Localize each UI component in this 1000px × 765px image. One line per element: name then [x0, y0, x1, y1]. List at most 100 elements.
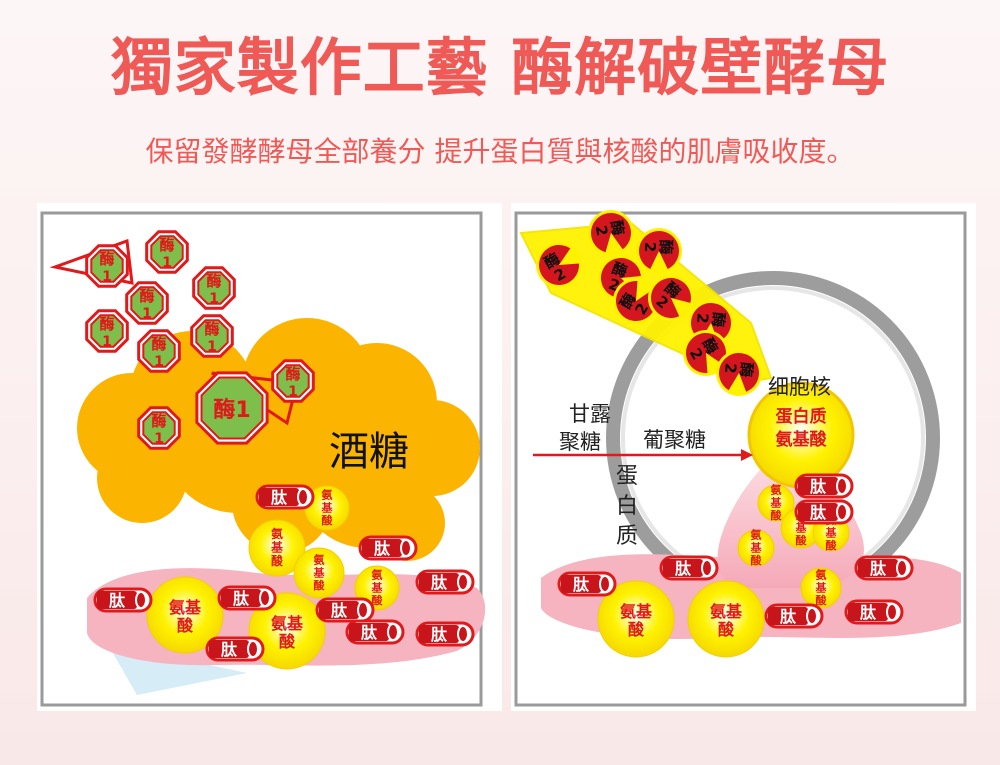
svg-text:酸: 酸	[751, 553, 763, 567]
svg-text:酸: 酸	[322, 513, 334, 527]
svg-text:酸: 酸	[177, 616, 194, 635]
svg-text:酶: 酶	[657, 239, 675, 254]
nucleus-content-protein: 蛋白质	[776, 406, 827, 427]
svg-text:酸: 酸	[314, 578, 326, 592]
svg-text:肽: 肽	[810, 503, 827, 522]
peptide-capsule: 肽	[794, 473, 854, 499]
peptide-capsule: 肽	[93, 587, 153, 613]
svg-text:基: 基	[313, 565, 326, 579]
svg-text:氨基: 氨基	[710, 602, 743, 621]
svg-text:酶: 酶	[206, 272, 221, 290]
svg-text:酶1: 酶1	[213, 398, 250, 423]
svg-text:酶: 酶	[709, 311, 728, 328]
svg-text:酸: 酸	[718, 620, 735, 639]
protein-label-1: 蛋	[616, 464, 638, 489]
svg-text:基: 基	[371, 580, 384, 594]
peptide-capsule: 肽	[415, 569, 475, 595]
svg-text:酶: 酶	[610, 259, 630, 281]
svg-text:肽: 肽	[374, 539, 391, 558]
svg-text:2: 2	[693, 312, 712, 324]
mannan-label-2: 聚糖	[559, 430, 601, 454]
svg-text:酸: 酸	[826, 538, 838, 552]
svg-text:酶: 酶	[99, 315, 114, 333]
svg-text:肽: 肽	[361, 623, 378, 642]
svg-text:酶: 酶	[151, 335, 166, 353]
svg-text:酸: 酸	[279, 632, 296, 651]
protein-label-2: 白	[616, 494, 638, 519]
svg-text:酶: 酶	[151, 412, 166, 430]
glucan-label: 葡聚糖	[643, 428, 706, 452]
mannan-label-1: 甘露	[569, 402, 611, 426]
svg-text:1: 1	[209, 291, 219, 307]
amino-acid-circle: 氨基酸	[597, 580, 675, 658]
right-diagram: 蛋白质 氨基酸 细胞核 甘露 聚糖 葡聚糖 蛋 白 质 酶2酶2酶2酶2酶2酶2…	[514, 210, 967, 707]
penetration-arrow-head	[741, 449, 753, 461]
amino-acid-circle: 氨基酸	[304, 485, 350, 531]
peptide-capsule: 肽	[358, 535, 418, 561]
enzyme-2-pacman: 酶2	[648, 275, 694, 321]
svg-text:氨: 氨	[322, 488, 333, 502]
enzyme-2-pacman: 酶2	[636, 228, 682, 274]
svg-text:酶: 酶	[159, 236, 174, 254]
peptide-capsule: 肽	[345, 619, 405, 645]
svg-text:肽: 肽	[780, 607, 797, 626]
nucleus-label: 细胞核	[768, 375, 831, 399]
svg-text:基: 基	[815, 580, 828, 594]
svg-text:肽: 肽	[675, 559, 692, 578]
svg-text:氨基: 氨基	[271, 614, 304, 633]
svg-text:肽: 肽	[573, 575, 590, 594]
amino-acid-circle: 氨基酸	[293, 547, 345, 599]
svg-text:基: 基	[321, 500, 334, 514]
svg-text:1: 1	[102, 334, 112, 350]
peptide-group: 肽肽肽肽肽肽肽肽肽	[93, 484, 475, 662]
svg-text:氨基: 氨基	[169, 598, 202, 617]
enzyme-2-pacman: 酶2	[588, 210, 634, 256]
svg-text:酶: 酶	[139, 287, 154, 305]
svg-text:肽: 肽	[431, 625, 448, 644]
enzyme-2-pacman: 酶2	[683, 330, 729, 376]
enzyme-1-octagon: 酶1	[137, 329, 181, 373]
svg-text:肽: 肽	[221, 640, 238, 659]
peptide-capsule: 肽	[659, 555, 719, 581]
svg-text:酶: 酶	[99, 250, 114, 268]
enzyme-1-octagon: 酶1	[125, 281, 169, 325]
svg-text:肽: 肽	[870, 559, 887, 578]
nucleus-content-amino: 氨基酸	[776, 429, 828, 450]
svg-text:氨: 氨	[751, 528, 762, 542]
svg-text:肽: 肽	[431, 573, 448, 592]
svg-text:肽: 肽	[331, 601, 348, 620]
svg-text:基: 基	[825, 525, 838, 539]
svg-text:基: 基	[750, 540, 763, 554]
peptide-capsule: 肽	[794, 499, 854, 525]
svg-text:酶: 酶	[607, 219, 627, 237]
svg-text:肽: 肽	[271, 488, 288, 507]
amino-acid-circle: 氨基酸	[800, 567, 842, 609]
peptide-capsule: 肽	[764, 603, 824, 629]
svg-text:酶: 酶	[737, 361, 756, 378]
svg-text:肽: 肽	[109, 591, 126, 610]
svg-text:1: 1	[154, 431, 164, 447]
svg-text:1: 1	[162, 255, 172, 271]
enzyme-2-pacman: 酶2	[613, 278, 659, 324]
svg-text:酸: 酸	[771, 508, 783, 522]
svg-text:酶: 酶	[285, 365, 300, 383]
svg-text:肽: 肽	[860, 603, 877, 622]
peptide-capsule: 肽	[315, 597, 375, 623]
svg-text:氨: 氨	[314, 553, 325, 567]
amino-acid-circle: 氨基酸	[248, 592, 326, 670]
amino-acid-circle: 氨基酸	[248, 519, 306, 577]
svg-text:肽: 肽	[810, 477, 827, 496]
peptide-capsule: 肽	[205, 636, 265, 662]
svg-text:肽: 肽	[233, 589, 250, 608]
enzyme-1-octagon: 酶1	[137, 406, 181, 450]
amino-acid-circle: 氨基酸	[757, 483, 795, 522]
svg-text:2: 2	[721, 362, 740, 374]
enzyme-1-octagon-large: 酶1	[195, 371, 269, 445]
svg-text:1: 1	[288, 384, 298, 400]
enzyme-1-octagon: 酶1	[190, 314, 234, 358]
svg-text:酸: 酸	[271, 554, 283, 568]
enzyme-2-pacman: 酶2	[598, 255, 644, 301]
